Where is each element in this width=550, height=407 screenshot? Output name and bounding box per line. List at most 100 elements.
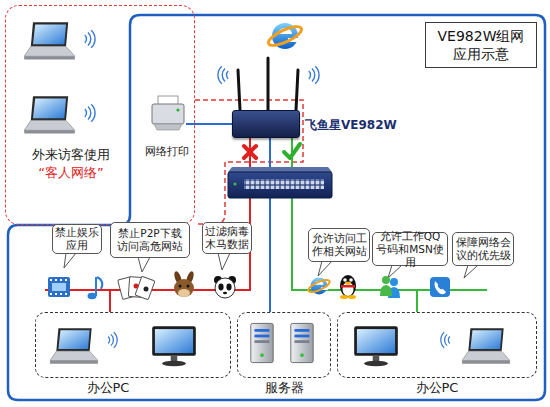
office-laptop (462, 328, 510, 363)
device-label: 网络打印 (142, 144, 192, 159)
printer-led (176, 108, 179, 111)
antenna (296, 70, 298, 110)
p2p-donkey-icon (173, 270, 195, 297)
panda-head (215, 278, 235, 298)
printer-tray (154, 124, 182, 130)
panda-icon (214, 276, 236, 298)
penguin-foot (340, 295, 348, 299)
note-stem (95, 277, 97, 296)
allowed-wire (417, 289, 487, 291)
callout-tail (388, 265, 402, 278)
group-label: 服务器 (238, 379, 330, 397)
guest-laptop (24, 96, 75, 133)
policy-callout: 禁止P2P下载访问高危网站 (110, 222, 190, 258)
penguin-scarf (341, 285, 355, 288)
antenna (238, 70, 240, 110)
allow-mark (284, 144, 300, 158)
film-frame (48, 277, 70, 297)
policy-callout: 禁止娱乐应用 (52, 224, 102, 254)
label-stack: 外来访客使用“客人网络” (12, 146, 130, 182)
printer-node: 网络打印 (148, 96, 186, 132)
device-group: 办公PC (337, 312, 537, 378)
router-node: 飞鱼星VE982W (232, 110, 300, 138)
qq-penguin-icon (340, 275, 356, 299)
printer-body (152, 104, 184, 124)
block-mark (244, 146, 256, 158)
office-laptop (50, 328, 98, 363)
playing-card (135, 276, 155, 300)
callout-text: 禁止P2P下载访问高危网站 (113, 227, 187, 253)
network-link (110, 138, 250, 312)
office-desktop (152, 326, 196, 366)
network-link (269, 138, 271, 312)
callout-tail (138, 257, 150, 272)
video-icon (48, 277, 70, 297)
donkey-eye (179, 285, 182, 288)
callout-text: 禁止娱乐应用 (55, 226, 99, 252)
policy-callout: 保障网络会议的优先级 (452, 232, 514, 266)
printer-icon (152, 96, 184, 130)
device-label: 飞鱼星VE982W (305, 117, 397, 134)
panda-nose (223, 292, 227, 295)
wifi-signal (309, 66, 319, 84)
network-link (186, 123, 232, 125)
browser-logo (266, 23, 304, 49)
title-box: VE982W组网 应用示意 (425, 22, 537, 68)
panda-eye (218, 284, 223, 291)
zone-label: “客人网络” (12, 164, 130, 182)
phone-tile (430, 277, 450, 297)
policy-callout: 允许访问工作相关网站 (308, 228, 370, 262)
network-frame (8, 15, 545, 400)
switch-top (228, 167, 332, 172)
diagram-title: VE982W组网 应用示意 (434, 27, 528, 63)
card-suit (144, 287, 149, 292)
group-label: 办公PC (0, 379, 230, 397)
msn-icon (380, 276, 400, 298)
callout-text: 允许工作QQ号码和MSN使用 (375, 230, 445, 269)
office-desktop (354, 326, 398, 366)
penguin-eye (349, 278, 353, 282)
logo-ring (307, 278, 332, 295)
guest-network-zone: 外来访客使用“客人网络” (5, 5, 195, 225)
penguin-beak (345, 282, 351, 285)
music-icon (88, 277, 103, 299)
wifi-signal (441, 332, 450, 347)
guest-laptop (24, 22, 75, 59)
donkey-eye (187, 285, 190, 288)
panda-eye (226, 284, 231, 291)
note-flag (97, 277, 102, 289)
callout-text: 允许访问工作相关网站 (311, 232, 367, 258)
network-link (292, 138, 417, 312)
zone-label: 外来访客使用 (12, 146, 130, 164)
callout-tail (318, 261, 332, 276)
callout-text: 保障网络会议的优先级 (455, 236, 511, 262)
callout-text: 过滤病毒木马数据 (205, 225, 249, 251)
wifi-signal (85, 30, 95, 48)
antenna (267, 58, 270, 110)
switch-led (233, 182, 236, 185)
policy-callout: 允许工作QQ号码和MSN使用 (372, 232, 448, 266)
callout-tail (464, 265, 478, 278)
buddy-head (390, 278, 398, 286)
buddy-head (382, 276, 390, 284)
buddy-body (380, 285, 392, 296)
server-tower (291, 323, 313, 362)
wifi-signal (85, 104, 95, 122)
film-picture (52, 283, 66, 291)
phone-handset (435, 281, 447, 294)
penguin-eye (343, 278, 347, 282)
penguin-body (340, 275, 356, 297)
switch-body (228, 172, 332, 198)
switch-ports (244, 179, 324, 189)
device-group: 服务器 (237, 312, 331, 378)
group-label: 办公PC (338, 379, 536, 397)
cards-icon (118, 276, 155, 300)
donkey-muzzle (178, 289, 190, 297)
block-mark (244, 146, 256, 158)
browser-logo (307, 278, 332, 295)
callout-tail (64, 253, 76, 268)
logo-ring (266, 23, 304, 49)
wifi-signal (108, 332, 117, 347)
